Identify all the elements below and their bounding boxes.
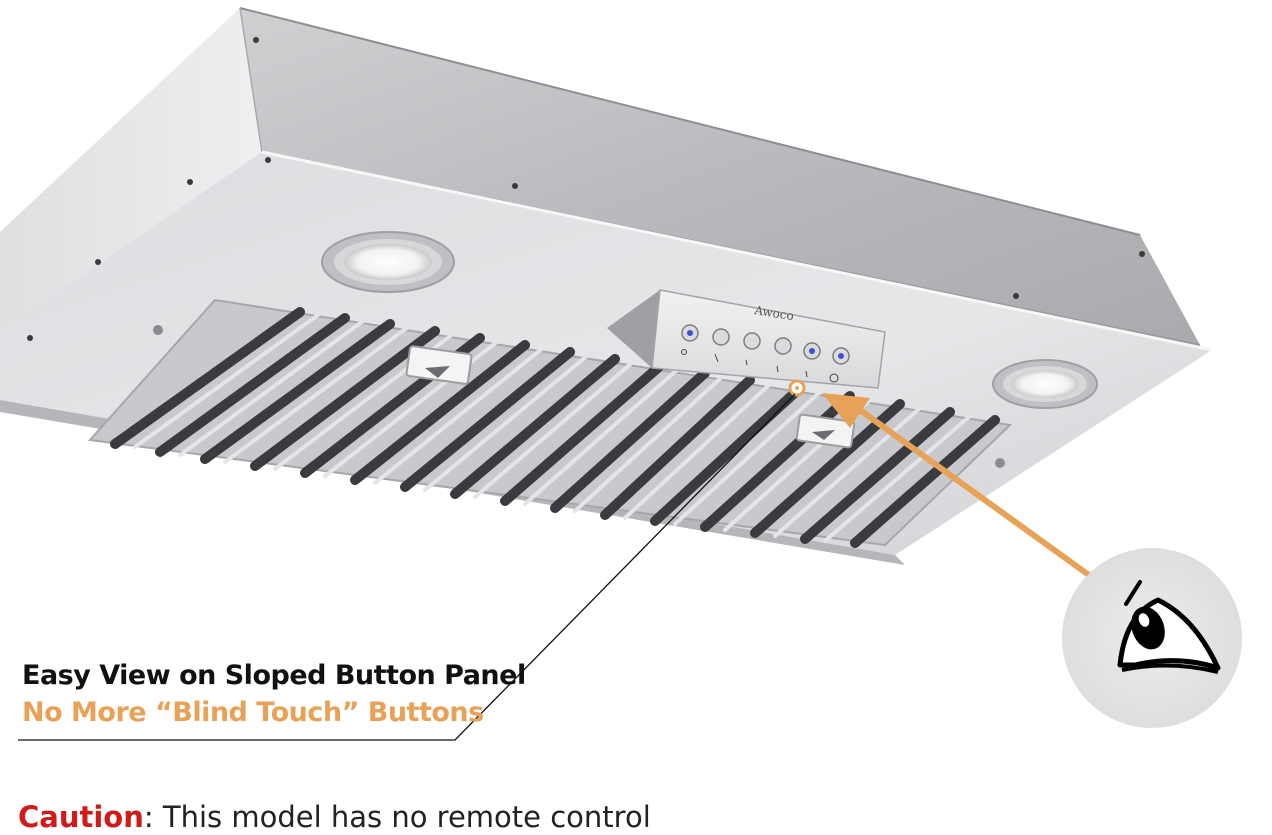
hood-top-surface bbox=[240, 8, 1200, 345]
headline: Easy View on Sloped Button Panel bbox=[22, 660, 526, 691]
fan-speed-3-button[interactable] bbox=[803, 342, 821, 360]
button-symbols bbox=[681, 349, 839, 383]
caution-text: : This model has no remote control bbox=[143, 800, 651, 834]
hood-left-side bbox=[0, 8, 262, 330]
led-lamp-right bbox=[992, 359, 1098, 409]
fan-off-button[interactable] bbox=[712, 328, 730, 346]
caution-label: Caution bbox=[18, 800, 144, 834]
eye-icon bbox=[1117, 580, 1221, 674]
fan-speed-2-button[interactable] bbox=[774, 337, 792, 355]
sloped-button-panel: Awoco bbox=[607, 289, 886, 389]
brand-logo: Awoco bbox=[753, 303, 795, 323]
timer-button[interactable] bbox=[832, 347, 850, 365]
fan-speed-1-button[interactable] bbox=[743, 332, 761, 350]
screws bbox=[27, 37, 1145, 468]
control-buttons bbox=[681, 324, 850, 365]
filter-handle-left bbox=[405, 345, 473, 385]
baffle-filter bbox=[110, 307, 1000, 548]
led-lamp-left bbox=[321, 231, 455, 293]
subline: No More “Blind Touch” Buttons bbox=[22, 697, 484, 728]
view-arrow bbox=[822, 393, 1096, 581]
light-button[interactable] bbox=[681, 324, 699, 342]
caution-note: Caution: This model has no remote contro… bbox=[18, 800, 651, 834]
callout-line bbox=[18, 393, 796, 741]
